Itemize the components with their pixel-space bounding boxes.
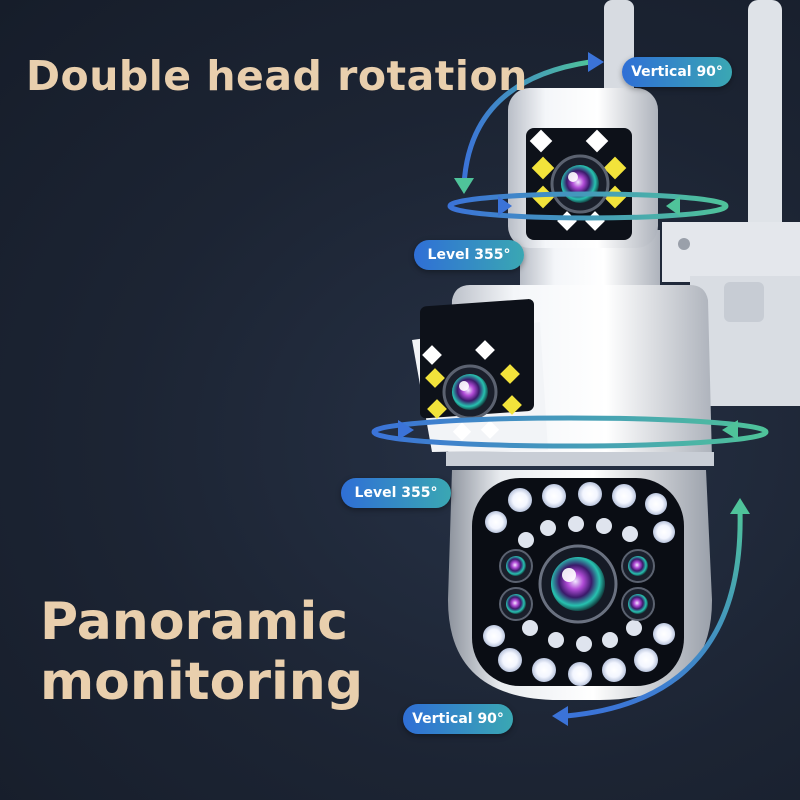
led-light-icon xyxy=(483,482,675,686)
camera-lens-icon xyxy=(550,154,610,214)
label-lower-level: Level 355° xyxy=(341,478,451,508)
camera-lens-icon xyxy=(499,544,655,624)
headline-panoramic-monitoring: Panoramic monitoring xyxy=(40,592,363,712)
camera-lens-icon xyxy=(442,364,498,420)
headline-line-1: Panoramic xyxy=(40,592,349,652)
headline-line-2: monitoring xyxy=(40,652,364,712)
led-light-icon xyxy=(422,340,522,441)
label-lower-vertical: Vertical 90° xyxy=(403,704,513,734)
label-upper-vertical: Vertical 90° xyxy=(622,57,732,87)
rotation-arrow-icon xyxy=(371,52,769,726)
label-upper-level: Level 355° xyxy=(414,240,524,270)
headline-double-head-rotation: Double head rotation xyxy=(26,52,528,100)
